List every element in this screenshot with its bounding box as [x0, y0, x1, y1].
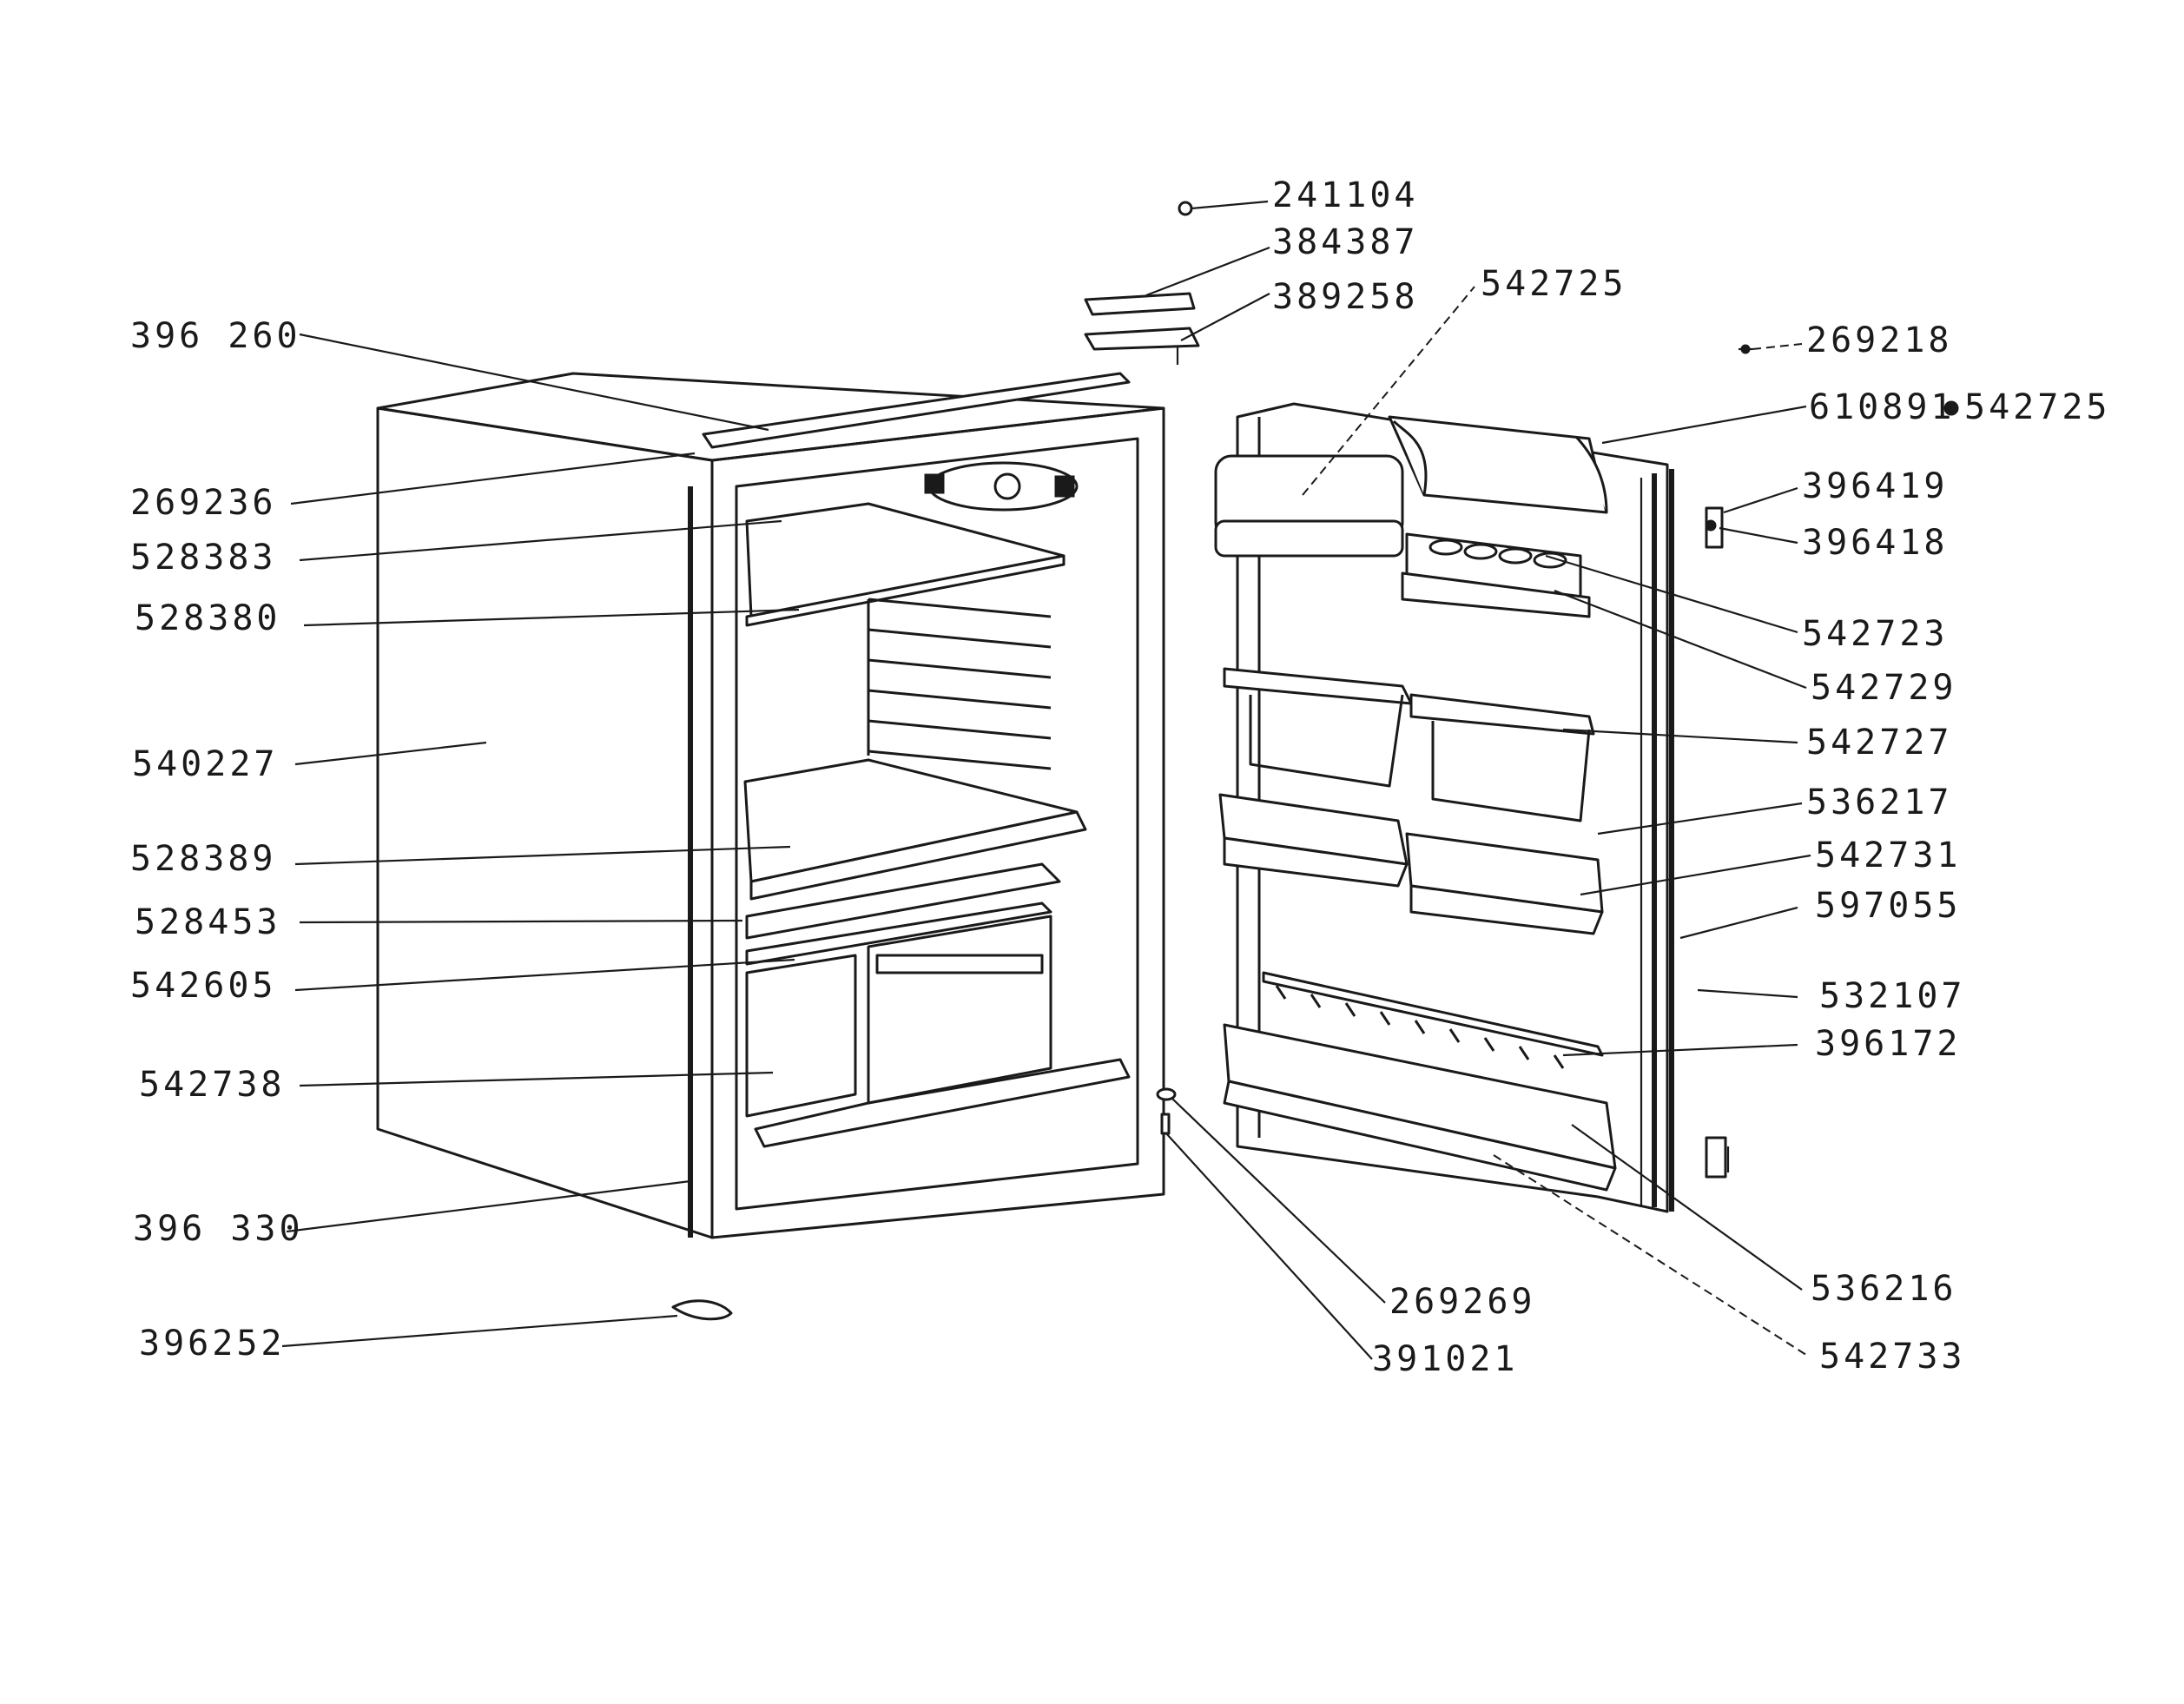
label-269269: 269269	[1389, 1282, 1536, 1322]
bush-269269	[1156, 1087, 1177, 1101]
hinge-389258	[1084, 327, 1200, 351]
refrigerator-cabinet	[376, 372, 1165, 1321]
label-540227: 540227	[132, 744, 279, 784]
label-396172: 396172	[1815, 1024, 1962, 1064]
label-542725-door: 542725	[1964, 387, 2111, 427]
crisper-divider	[745, 902, 1052, 966]
crisper-cover	[745, 862, 1061, 940]
label-528380: 528380	[135, 598, 281, 638]
label-391021: 391021	[1372, 1339, 1519, 1379]
label-389258: 389258	[1272, 277, 1419, 317]
label-542727: 542727	[1806, 723, 1953, 763]
refrigerator-door	[1214, 344, 1959, 1213]
label-542723: 542723	[1802, 614, 1949, 654]
door-shelf-bottom	[1223, 1023, 1617, 1192]
label-384387: 384387	[1272, 222, 1419, 262]
thermostat-part	[924, 461, 1079, 512]
hinge-cover-384387	[1084, 292, 1196, 316]
label-396330: 396 330	[133, 1209, 304, 1249]
label-528389: 528389	[130, 839, 277, 879]
label-542729: 542729	[1811, 668, 1957, 708]
label-536216: 536216	[1811, 1269, 1957, 1309]
label-396418: 396418	[1802, 523, 1949, 563]
door-shelf-left-upper	[1223, 667, 1413, 788]
label-542733: 542733	[1819, 1337, 1966, 1377]
label-542725-dairy: 542725	[1481, 264, 1627, 304]
top-control-strip	[702, 372, 1131, 449]
hinge-parts	[1084, 201, 1200, 1135]
evaporator-plate	[745, 554, 1066, 770]
label-536217: 536217	[1806, 783, 1953, 822]
label-396260: 396 260	[130, 316, 301, 356]
door-top-cover	[1388, 415, 1608, 514]
pin-391021	[1160, 1113, 1171, 1135]
hinge-bracket-396252	[671, 1299, 733, 1321]
label-610891: 610891	[1809, 387, 1956, 427]
door-shelf-left-middle	[1218, 793, 1409, 888]
screw-269218	[1739, 344, 1752, 354]
bottle-rack	[1262, 971, 1604, 1069]
leader-lines	[281, 200, 1811, 1360]
crisper-drawers	[745, 915, 1052, 1118]
label-597055: 597055	[1815, 886, 1962, 926]
label-532107: 532107	[1819, 976, 1966, 1016]
bullet-dot	[1943, 400, 1959, 416]
dairy-compartment	[1214, 454, 1404, 558]
label-528453: 528453	[135, 902, 281, 942]
label-269218: 269218	[1806, 320, 1953, 360]
label-542738: 542738	[139, 1065, 286, 1105]
label-542605: 542605	[130, 966, 277, 1006]
door-shelf-right-middle	[1405, 832, 1604, 935]
door-hinge-lower	[1705, 1136, 1730, 1179]
label-269236: 269236	[130, 483, 277, 523]
label-542731: 542731	[1815, 835, 1962, 875]
label-241104: 241104	[1272, 175, 1419, 215]
part-number-labels: 396 260 269236 528383 528380 540227 5283…	[130, 175, 2111, 1379]
washer-241104	[1178, 201, 1193, 216]
egg-tray	[1401, 532, 1591, 618]
door-shelf-right-upper	[1409, 693, 1595, 822]
label-396419: 396419	[1802, 466, 1949, 506]
shelf-top	[745, 502, 1066, 618]
label-528383: 528383	[130, 538, 277, 578]
label-396252: 396252	[139, 1324, 286, 1364]
